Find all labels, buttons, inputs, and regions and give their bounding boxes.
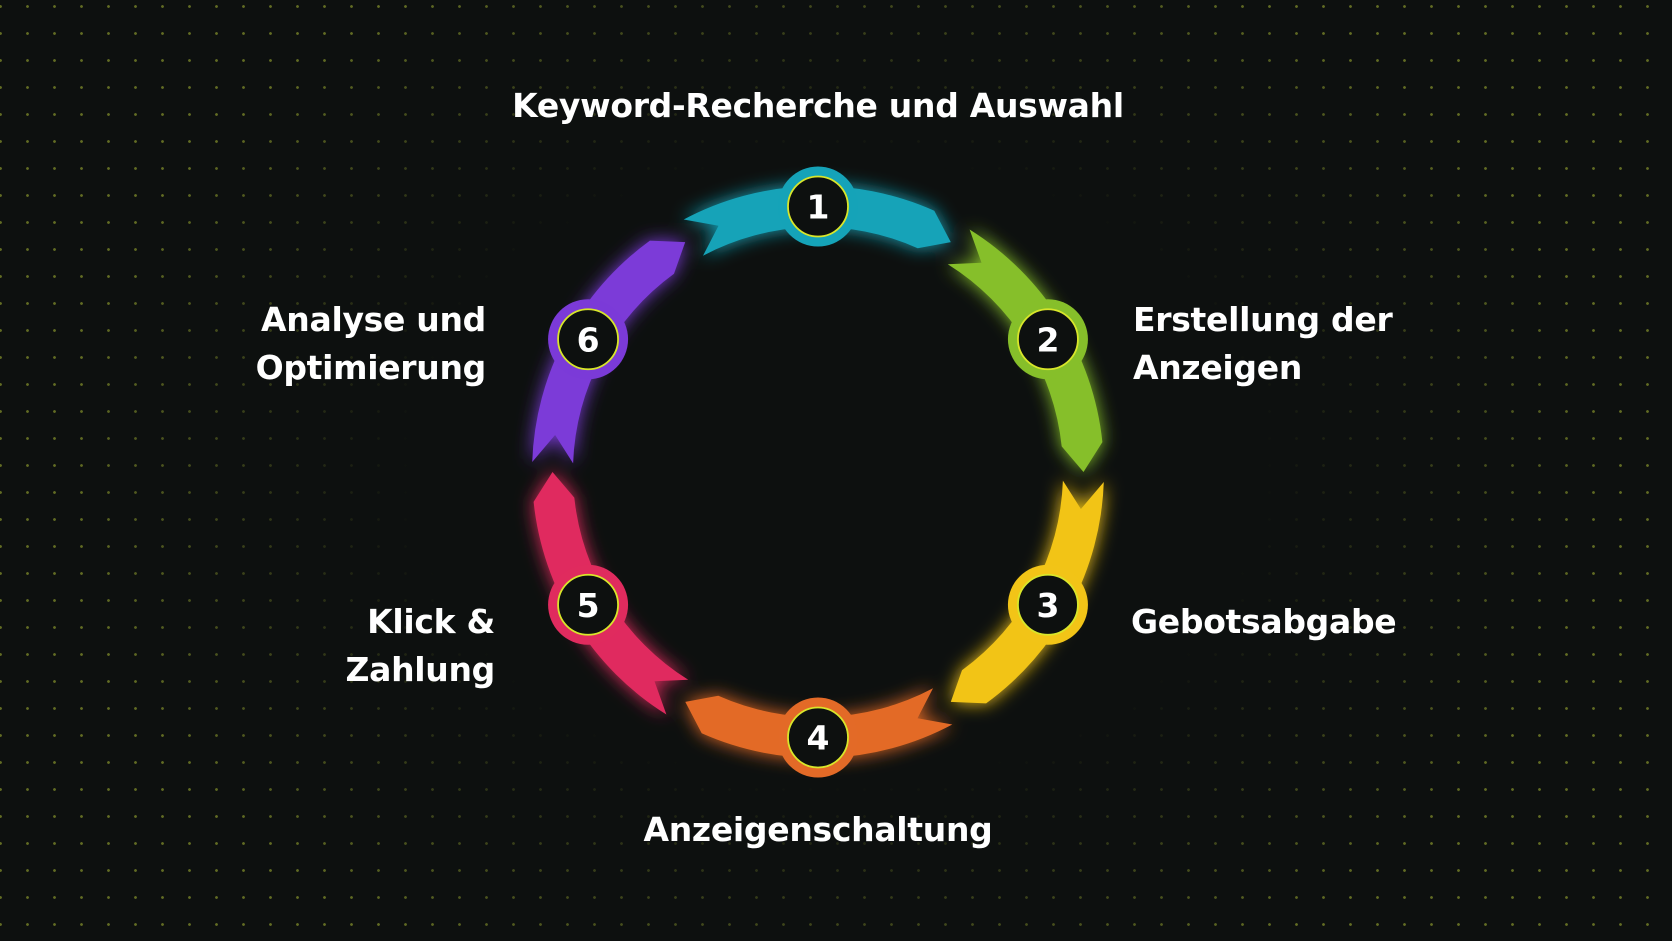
badge-inner-circle <box>1017 308 1079 371</box>
step-4-label: Anzeigenschaltung <box>643 810 993 849</box>
step-5-arrow-segment <box>533 472 689 715</box>
badge-inner-circle <box>787 175 849 238</box>
step-number: 4 <box>807 719 830 758</box>
badge-inner-circle <box>787 706 849 769</box>
step-5-badge: 5 <box>548 564 629 645</box>
step-3-badge: 3 <box>1007 564 1088 645</box>
step-2-arrow-segment <box>947 229 1103 472</box>
badge-inner-circle <box>1017 573 1079 636</box>
step-5-label: Klick &Zahlung <box>345 602 495 689</box>
step-number: 6 <box>577 320 600 359</box>
step-3-label: Gebotsabgabe <box>1131 602 1397 641</box>
step-number: 5 <box>577 586 600 625</box>
step-4-badge: 4 <box>778 697 858 778</box>
step-1-label: Keyword-Recherche und Auswahl <box>512 86 1124 125</box>
step-3-arrow-segment <box>950 480 1104 704</box>
badge-inner-circle <box>557 308 619 371</box>
step-2-badge: 2 <box>1007 299 1088 380</box>
step-6-badge: 6 <box>548 299 629 380</box>
step-1-badge: 1 <box>778 166 858 247</box>
step-number: 1 <box>807 188 830 227</box>
step-6-arrow-segment <box>532 240 686 464</box>
step-number: 2 <box>1036 320 1059 359</box>
step-number: 3 <box>1036 586 1059 625</box>
badge-inner-circle <box>557 573 619 636</box>
